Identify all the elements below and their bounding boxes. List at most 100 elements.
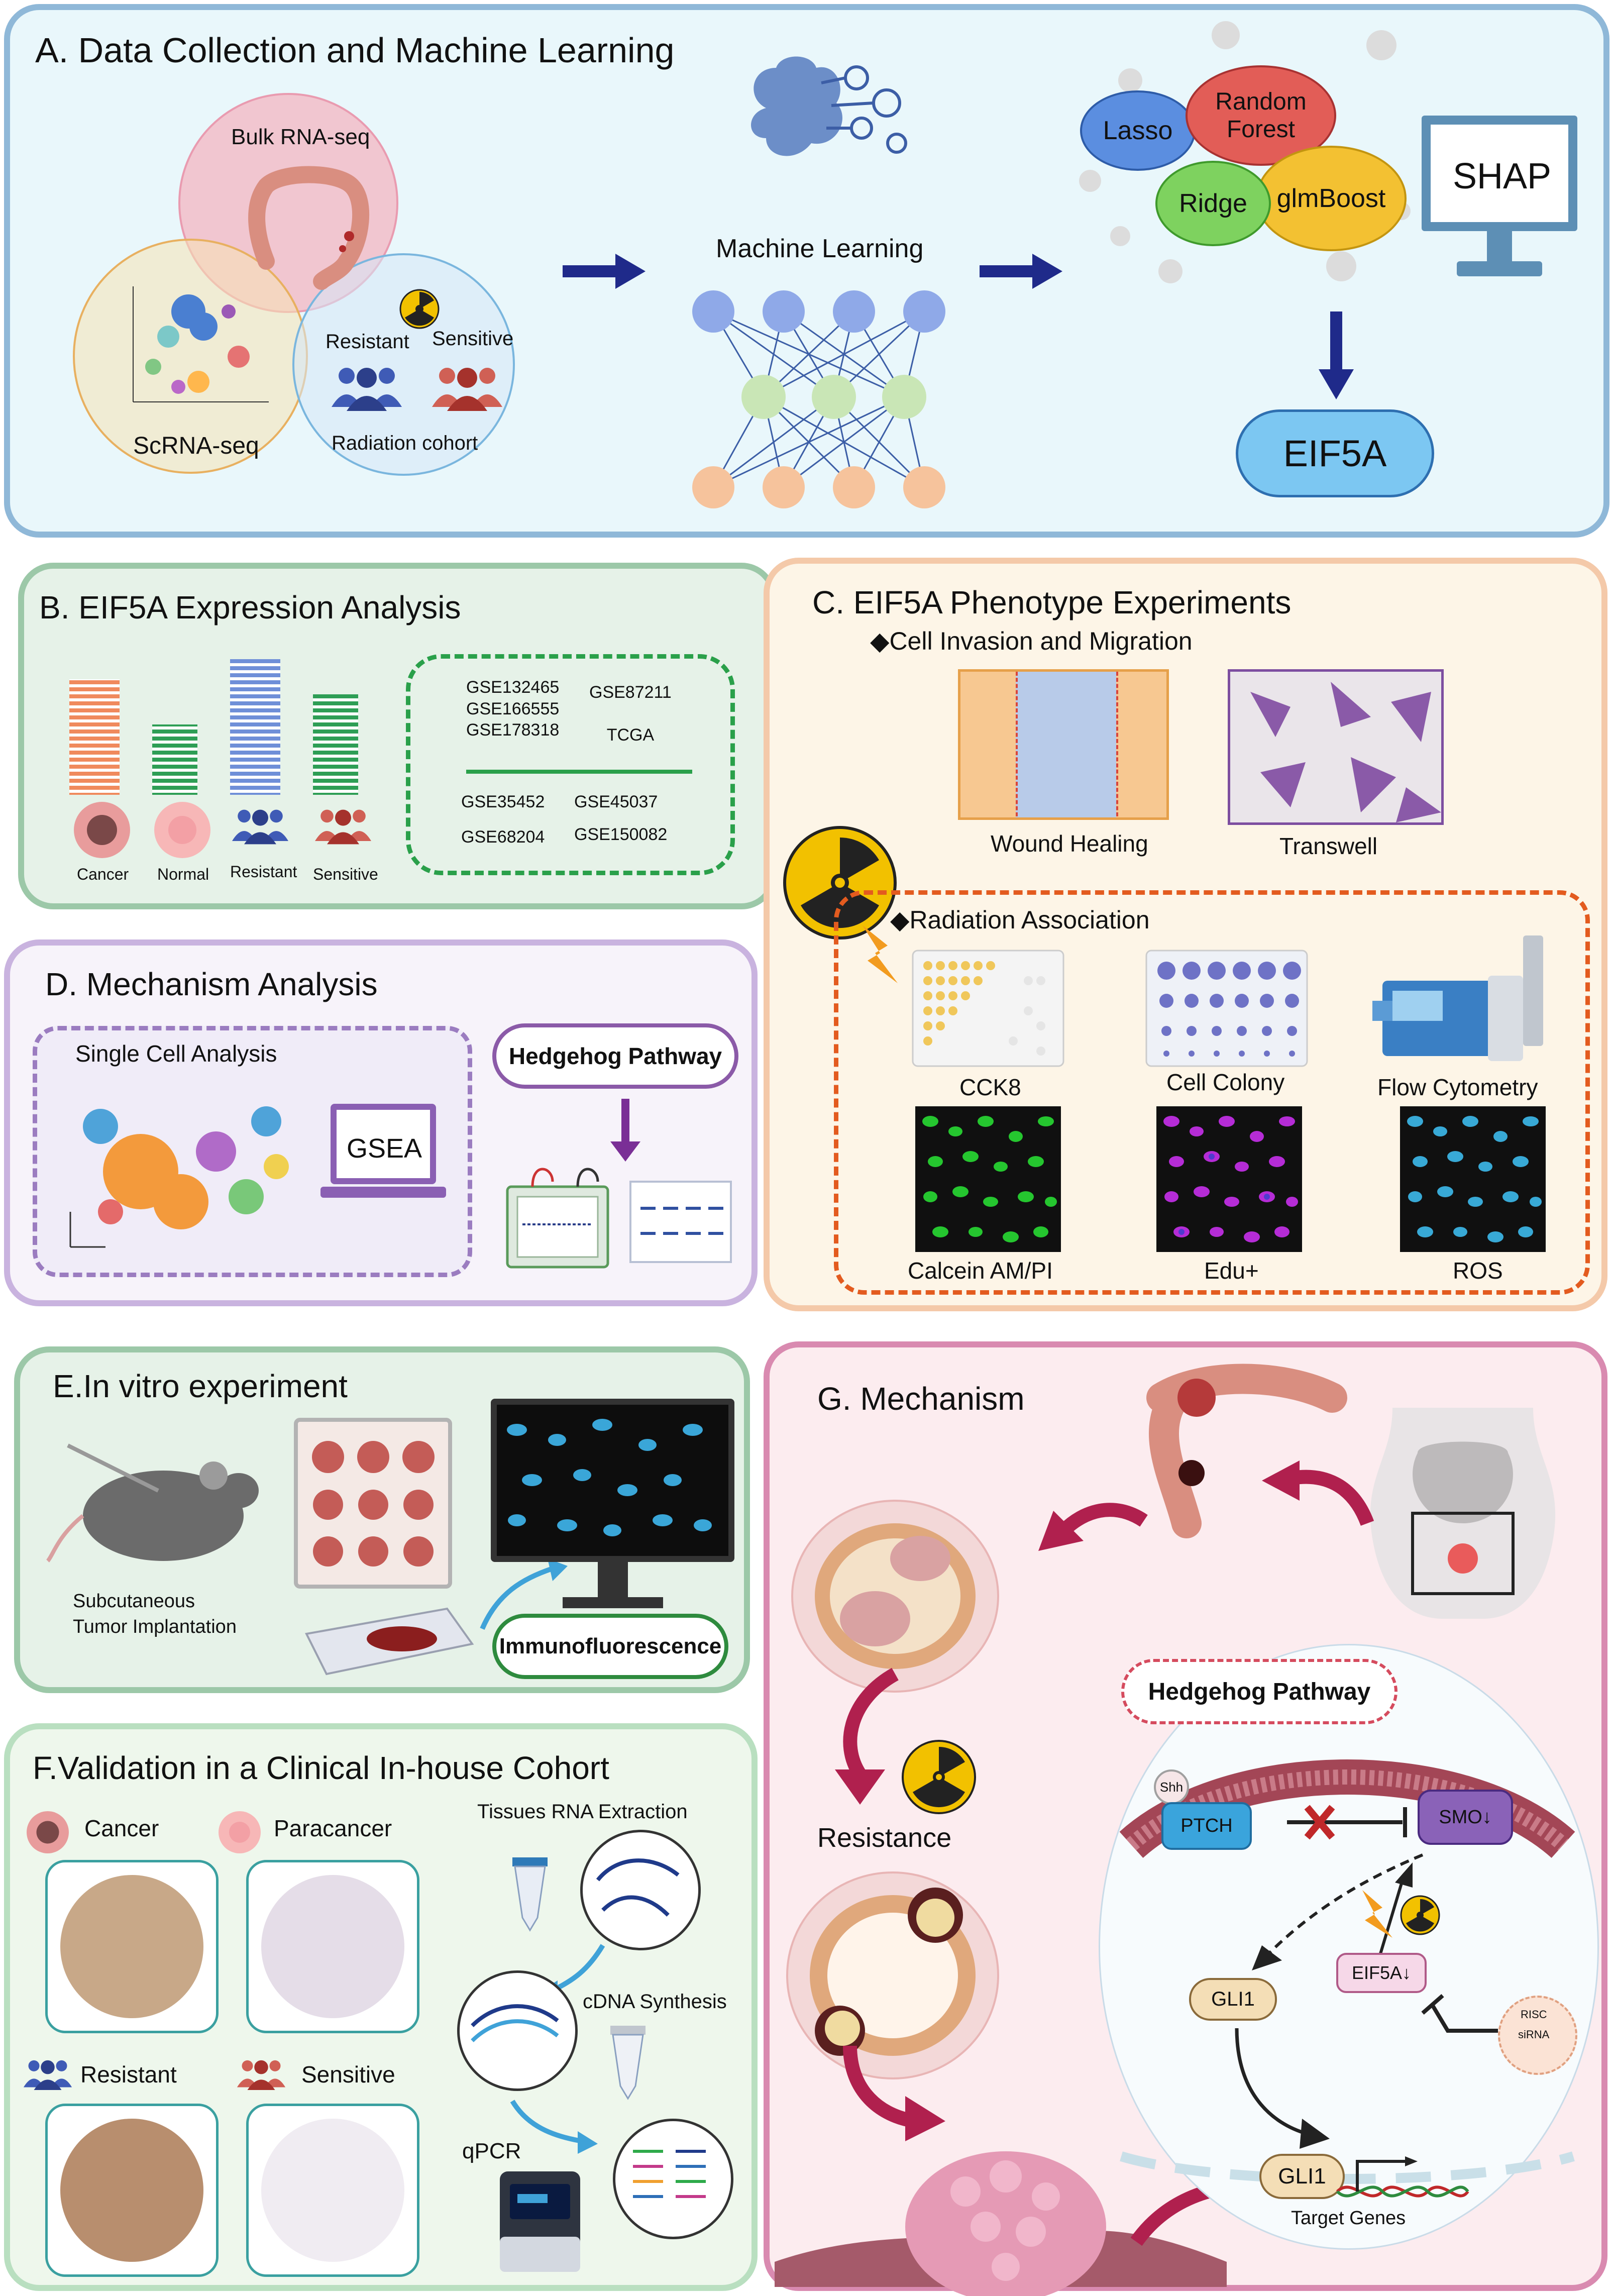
tsne-plot [133, 286, 269, 402]
edu-label: Edu+ [1204, 1258, 1259, 1284]
eif5a-down: EIF5A↓ [1336, 1953, 1427, 1993]
sub-radiation: ◆Radiation Association [890, 906, 1150, 934]
resistant-people-icon [332, 368, 402, 411]
lasso-model: Lasso [1080, 90, 1196, 171]
datasets-divider [466, 770, 692, 774]
shap-label: SHAP [1453, 156, 1552, 196]
colon-icon [1146, 1364, 1347, 1538]
rna-circle [580, 1830, 701, 1950]
bar-label-cancer: Cancer [77, 865, 129, 883]
cdna-label: cDNA Synthesis [583, 1991, 727, 2013]
glmboost-model: glmBoost [1256, 146, 1407, 251]
eif5a-target: EIF5A [1236, 409, 1434, 497]
datasets-box [406, 654, 735, 875]
arrow-to-eif5a [1319, 311, 1354, 399]
sensitive-people-icon [432, 368, 502, 411]
wound-healing-label: Wound Healing [991, 830, 1148, 857]
colon-illustration [248, 166, 370, 290]
panel-b-title: B. EIF5A Expression Analysis [39, 589, 461, 625]
transwell-image [1228, 669, 1444, 825]
bar-label-normal: Normal [157, 865, 209, 883]
cdna-strand-icon [471, 2004, 559, 2042]
laptop-icon [320, 1104, 446, 1198]
panel-f-title: F.Validation in a Clinical In-house Coho… [33, 1750, 609, 1786]
wound-healing-image [958, 669, 1169, 820]
immunofluorescence-label: Immunofluorescence [499, 1634, 722, 1658]
scrnaseq-circle [73, 239, 308, 474]
mouse-icon [46, 1443, 259, 1562]
nucleus-membrane [1120, 2151, 1575, 2184]
radiation-icon-small [1400, 1895, 1440, 1935]
blue-arrow-2 [510, 2100, 598, 2154]
red-arrow-3 [843, 2045, 945, 2141]
tumor-section-2 [786, 1871, 999, 2079]
smo-receptor: SMO↓ [1418, 1790, 1513, 1845]
cancer-tissue-frame [45, 1860, 219, 2033]
sensitive-icon [237, 2060, 286, 2090]
hedgehog-label: Hedgehog Pathway [508, 1043, 722, 1069]
panel-d-title: D. Mechanism Analysis [45, 966, 378, 1002]
paracancer-tissue-frame [246, 1860, 419, 2033]
immunofluorescence-badge: Immunofluorescence [492, 1614, 728, 1679]
panel-a: A. Data Collection and Machine Learning … [4, 4, 1609, 538]
resistance-label: Resistance [817, 1823, 952, 1853]
paracancer-label: Paracancer [274, 1815, 392, 1841]
eif5a-down-label: EIF5A↓ [1351, 1962, 1412, 1983]
bar-label-resistant: Resistant [230, 863, 297, 881]
radiation-icon-g [902, 1740, 976, 1814]
neural-network [692, 290, 945, 508]
shap-monitor-icon [1422, 116, 1577, 276]
panel-e-title: E.In vitro experiment [53, 1368, 348, 1404]
panel-c: C. EIF5A Phenotype Experiments ◆Cell Inv… [764, 558, 1607, 1311]
panel-e: E.In vitro experiment Subcutaneous Tumor… [14, 1346, 750, 1693]
smo-label: SMO↓ [1439, 1806, 1492, 1828]
resistant-group-icon [232, 809, 288, 845]
tumor-tray [294, 1418, 452, 1589]
resistant-tissue-frame [45, 2104, 219, 2277]
cell-diagram-circle [1099, 1644, 1599, 2250]
down-arrow-purple [610, 1099, 640, 1162]
target-genes-label: Target Genes [1291, 2208, 1406, 2229]
bar-label-sensitive: Sensitive [313, 865, 378, 883]
calcein-image [915, 1106, 1061, 1252]
risc-complex [1498, 1996, 1577, 2075]
random-forest-model: Random Forest [1186, 65, 1336, 166]
resistant-label: Resistant [326, 331, 409, 353]
arrow-to-models [980, 254, 1062, 289]
risc-label: RISC [1521, 2008, 1547, 2021]
gli1-cytoplasm: GLI1 [1189, 1978, 1277, 2021]
qpcr-label: qPCR [462, 2139, 521, 2163]
extraction-label: Tissues RNA Extraction [477, 1801, 688, 1823]
monitor-base [563, 1597, 663, 1608]
resistant-label-f: Resistant [80, 2061, 177, 2088]
edu-image [1156, 1106, 1302, 1252]
sensitive-group-icon [315, 809, 371, 845]
shh-label: Shh [1159, 1779, 1184, 1795]
calcein-label: Calcein AM/PI [908, 1258, 1053, 1284]
normal-cell-icon [154, 802, 210, 858]
ml-label: Machine Learning [716, 234, 924, 263]
if-monitor [491, 1399, 734, 1562]
gli1-cytoplasm-label: GLI1 [1211, 1988, 1255, 2010]
single-cell-umap [69, 1106, 289, 1248]
ridge-model: Ridge [1155, 161, 1271, 246]
paracancer-icon [219, 1811, 261, 1853]
qpcr-bands [633, 2150, 706, 2198]
bulk-rnaseq-label: Bulk RNA-seq [231, 125, 370, 149]
dataset-gse35452: GSE35452 [461, 792, 545, 811]
monitor-stand [598, 1562, 628, 1597]
gli1-nucleus: GLI1 [1259, 2154, 1345, 2199]
expression-bars [69, 659, 358, 795]
dna-helix-icon [1336, 2156, 1469, 2198]
panel-b: B. EIF5A Expression Analysis Cancer Norm… [18, 563, 777, 909]
lasso-label: Lasso [1103, 116, 1173, 145]
hedgehog-pathway-g-label: Hedgehog Pathway [1148, 1678, 1371, 1705]
arrow-to-nucleus [1235, 2028, 1330, 2149]
radiation-icon [399, 289, 440, 329]
arrow-to-if [480, 1558, 568, 1630]
radiation-cohort-label: Radiation cohort [332, 432, 478, 454]
hedgehog-pathway-label-badge: Hedgehog Pathway [1121, 1659, 1398, 1724]
shh-ligand: Shh [1154, 1769, 1189, 1805]
panel-g: G. Mechanism Resistance [764, 1341, 1607, 2296]
sensitive-label-f: Sensitive [301, 2061, 395, 2088]
